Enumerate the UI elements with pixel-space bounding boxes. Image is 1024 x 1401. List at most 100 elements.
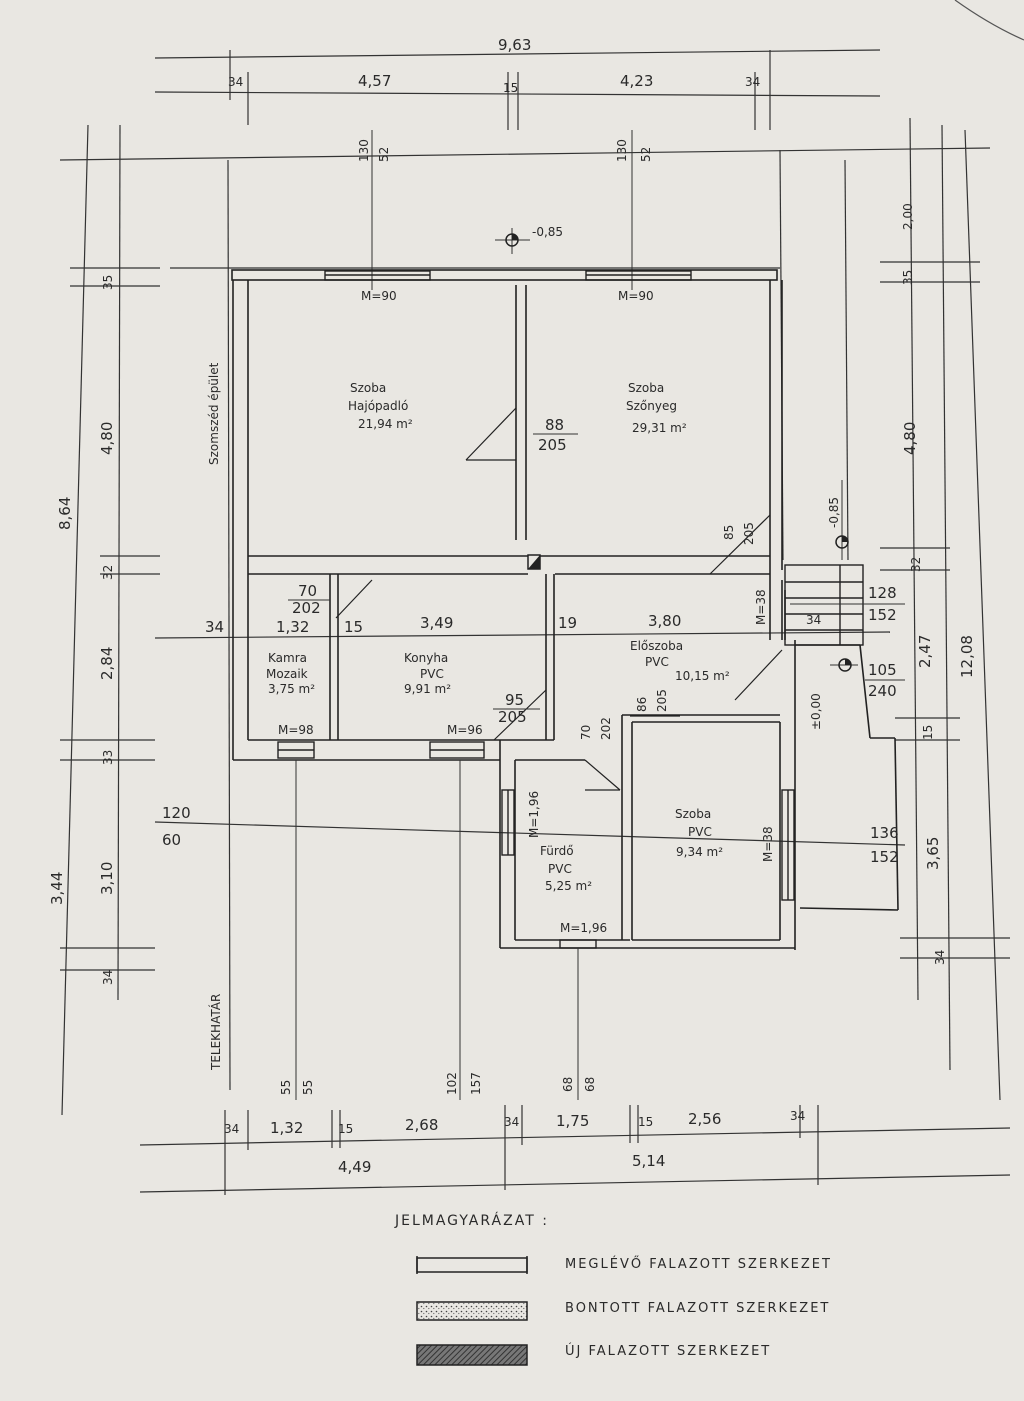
door8-w: 128 [868, 584, 897, 602]
room-floor: PVC [548, 862, 572, 876]
door-swings [335, 407, 783, 791]
inner-dim-c: 15 [344, 618, 363, 636]
bottom-mark-1b: 55 [301, 1080, 315, 1095]
inner-dim-e: 19 [558, 614, 577, 632]
room-szoba-szonyeg: Szoba Szőnyeg 29,31 m² [626, 381, 687, 435]
walls [231, 269, 899, 950]
room-szoba-pvc: Szoba PVC 9,34 m² [675, 807, 723, 859]
paper-edge [954, 0, 1024, 41]
room-name: Szoba [675, 807, 711, 821]
neighbour-building-label: Szomszéd épület [207, 362, 221, 465]
dim-top-seg1: 34 [228, 75, 243, 89]
door5-h: 205 [655, 689, 669, 712]
legend: JELMAGYARÁZAT : MEGLÉVŐ FALAZOTT SZERKEZ… [394, 1212, 832, 1366]
door1-h: 205 [538, 436, 567, 454]
inner-dim-d: 3,49 [420, 614, 453, 632]
window-left-h: 60 [162, 831, 181, 849]
room-kamra: Kamra Mozaik 3,75 m² [266, 651, 315, 696]
dim-top-seg2: 4,57 [358, 72, 391, 90]
room-floor: Hajópadló [348, 399, 408, 413]
room-area: 29,31 m² [632, 421, 687, 435]
dim-bottom-right-total: 5,14 [632, 1152, 665, 1170]
dim-left-c: 32 [101, 565, 115, 580]
door7-w: 105 [868, 661, 897, 679]
dim-bottom-s2: 1,32 [270, 1119, 303, 1137]
legend-item-existing: MEGLÉVŐ FALAZOTT SZERKEZET [416, 1256, 832, 1274]
dim-top-total: 9,63 [498, 36, 531, 54]
room-floor: Szőnyeg [626, 399, 677, 413]
door4-h: 205 [498, 708, 527, 726]
room-name: Előszoba [630, 639, 683, 653]
bottom-window-markers [295, 760, 579, 1100]
room-area: 5,25 m² [545, 879, 592, 893]
stair-34: 34 [806, 613, 821, 627]
inner-dim-b: 1,32 [276, 618, 309, 636]
window-top-left-h: 130 [357, 139, 371, 162]
door6-h: 202 [599, 717, 613, 740]
dim-left-d: 2,84 [98, 647, 116, 680]
legend-label-existing: MEGLÉVŐ FALAZOTT SZERKEZET [565, 1256, 832, 1272]
inner-dim-a: 34 [205, 618, 224, 636]
door5-w: 86 [635, 697, 649, 712]
dim-right-g: 3,65 [924, 837, 942, 870]
room-furdo: Fürdő PVC 5,25 m² [540, 844, 592, 893]
lot-boundary-label: TELEKHATÁR [208, 994, 223, 1071]
inner-dimensions: 34 1,32 15 3,49 19 3,80 [205, 612, 681, 636]
right-dimensions [880, 117, 1010, 1101]
left-dimensions [60, 124, 160, 1116]
door2-h: 205 [742, 522, 756, 545]
dim-left-a: 35 [101, 275, 115, 290]
door1-w: 88 [545, 416, 564, 434]
window-top-left-width: M=90 [361, 289, 397, 303]
window-top-left-p: 52 [377, 147, 391, 162]
dim-bottom-left-total: 4,49 [338, 1158, 371, 1176]
level-stairs-text: -0,85 [827, 497, 841, 528]
dim-left-e: 33 [101, 750, 115, 765]
window-furdo-side-mark: M=1,96 [527, 791, 541, 838]
level-marker-floor: ±0,00 [809, 658, 858, 730]
door-labels: 88 205 85 205 70 202 95 205 86 205 70 20… [162, 416, 905, 866]
room-name: Konyha [404, 651, 448, 665]
dim-bottom-s5: 34 [504, 1115, 519, 1129]
legend-item-new: ÚJ FALAZOTT SZERKEZET [416, 1343, 769, 1366]
bottom-mark-2a: 102 [445, 1072, 459, 1095]
legend-item-demolished: BONTOTT FALAZOTT SZERKEZET [416, 1301, 828, 1321]
room-szoba-hajopadlo: Szoba Hajópadló 21,94 m² [348, 381, 413, 431]
dim-bottom-s6: 1,75 [556, 1112, 589, 1130]
bottom-mark-3a: 68 [561, 1077, 575, 1092]
room-name: Szoba [350, 381, 386, 395]
level-yard-text: -0,85 [532, 225, 563, 239]
dim-top-seg5: 34 [745, 75, 760, 89]
dim-right-e: 2,47 [916, 635, 934, 668]
window-top-right-width: M=90 [618, 289, 654, 303]
level-floor-text: ±0,00 [809, 693, 823, 730]
legend-title: JELMAGYARÁZAT : [394, 1212, 549, 1229]
room-floor: PVC [645, 655, 669, 669]
room-name: Fürdő [540, 844, 574, 858]
dim-bottom-s7: 15 [638, 1115, 653, 1129]
dim-left-g: 34 [101, 970, 115, 985]
door2-w: 85 [722, 525, 736, 540]
door3-h: 202 [292, 599, 321, 617]
dim-left-total: 8,64 [56, 497, 74, 530]
room-floor: PVC [420, 667, 444, 681]
bottom-dimensions [139, 1105, 1011, 1195]
window-szoba-mark: M=38 [761, 826, 775, 862]
dim-bottom-s9: 34 [790, 1109, 805, 1123]
dim-right-b: 35 [901, 270, 915, 285]
dim-right-total: 12,08 [958, 635, 976, 678]
dim-right-f: 15 [921, 725, 935, 740]
window-right-h: 152 [870, 848, 899, 866]
window-marker-top-right: 130 52 [615, 130, 653, 290]
column-marker [527, 554, 541, 570]
room-area: 10,15 m² [675, 669, 730, 683]
level-marker-yard: -0,85 [495, 225, 563, 254]
window-right-w: 136 [870, 824, 899, 842]
bottom-mark-3b: 68 [583, 1077, 597, 1092]
dim-right-d: 32 [909, 557, 923, 572]
room-eloszoba: Előszoba PVC 10,15 m² [630, 639, 730, 683]
bottom-mark-1a: 55 [279, 1080, 293, 1095]
windows [277, 270, 795, 949]
room-floor: Mozaik [266, 667, 308, 681]
